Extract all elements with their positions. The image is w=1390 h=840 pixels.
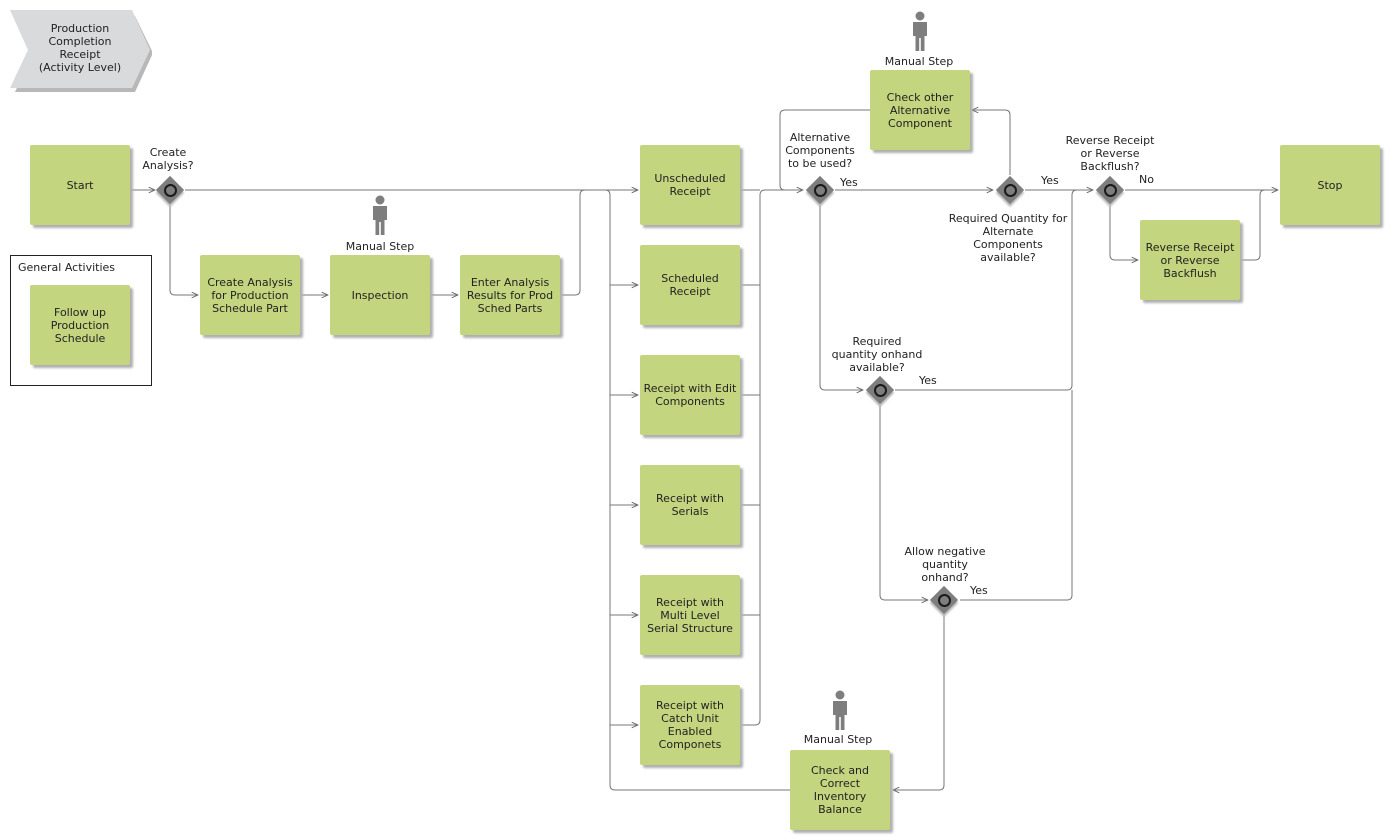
flow-reverse-yes	[1109, 205, 1138, 260]
gateway-circle-icon	[1104, 184, 1117, 197]
unscheduled-receipt-task[interactable]: Unscheduled Receipt	[640, 145, 740, 225]
flow-reverse-to-stop	[1240, 189, 1266, 261]
manual-step-person-icon	[833, 690, 847, 730]
check-alt-label: Check other Alternative Component	[886, 90, 954, 130]
req-qty-onhand-gateway[interactable]	[865, 375, 895, 405]
check-other-alternative-task[interactable]: Check other Alternative Component	[870, 70, 970, 150]
start-label: Start	[66, 178, 94, 192]
follow-up-production-schedule-task[interactable]: Follow up Production Schedule	[30, 285, 130, 365]
flow-onhand-no	[879, 405, 928, 600]
enter-analysis-label: Enter Analysis Results for Prod Sched Pa…	[466, 275, 554, 315]
create-analysis-task[interactable]: Create Analysis for Production Schedule …	[200, 255, 300, 335]
title-chevron-shape	[10, 10, 152, 92]
alt-components-gateway-label: Alternative Components to be used?	[785, 131, 855, 170]
flow-collect-bus	[740, 190, 803, 726]
flow-label-yes-alt: Yes	[840, 176, 858, 189]
receipt-edit-components-task[interactable]: Receipt with Edit Components	[640, 355, 740, 435]
gateway-circle-icon	[1004, 184, 1017, 197]
flow-check-alt-back	[779, 109, 870, 191]
flow-create-analysis-yes	[169, 205, 198, 295]
flow-onhand-yes	[895, 189, 1078, 391]
stop-label: Stop	[1317, 178, 1343, 192]
multi-level-label: Receipt with Multi Level Serial Structur…	[647, 595, 733, 635]
flow-enter-to-receipts	[560, 189, 586, 296]
receipt-multi-level-task[interactable]: Receipt with Multi Level Serial Structur…	[640, 575, 740, 655]
inspection-task[interactable]: Inspection	[330, 255, 430, 335]
enter-analysis-task[interactable]: Enter Analysis Results for Prod Sched Pa…	[460, 255, 560, 335]
general-activities-label: General Activities	[18, 261, 116, 274]
gateway-circle-icon	[938, 594, 951, 607]
edit-components-label: Receipt with Edit Components	[643, 382, 737, 408]
unscheduled-label: Unscheduled Receipt	[654, 172, 726, 198]
manual-step-label: Manual Step	[803, 733, 873, 746]
reverse-gateway-label: Reverse Receipt or Reverse Backflush?	[1065, 134, 1155, 173]
manual-step-label: Manual Step	[345, 240, 415, 253]
manual-step-label: Manual Step	[884, 55, 954, 68]
flow-negative-yes	[960, 390, 1073, 601]
flow-label-yes-req-alt: Yes	[1041, 174, 1059, 187]
flow-label-yes-onhand: Yes	[919, 374, 937, 387]
diagram-title: Production Completion Receipt (Activity …	[38, 22, 122, 74]
start-event[interactable]: Start	[30, 145, 130, 225]
scheduled-label: Scheduled Receipt	[661, 272, 719, 298]
gateway-circle-icon	[874, 384, 887, 397]
req-qty-onhand-gateway-label: Required quantity onhand available?	[831, 335, 923, 374]
flow-negative-no	[893, 615, 945, 790]
general-activities-group	[10, 255, 152, 386]
create-analysis-label: Create Analysis for Production Schedule …	[207, 275, 293, 315]
check-inventory-label: Check and Correct Inventory Balance	[810, 764, 870, 816]
follow-up-label: Follow up Production Schedule	[50, 305, 110, 345]
flow-label-no-reverse: No	[1139, 173, 1154, 186]
check-correct-inventory-task[interactable]: Check and Correct Inventory Balance	[790, 750, 890, 830]
reverse-gateway[interactable]	[1095, 175, 1125, 205]
alt-components-gateway[interactable]	[805, 175, 835, 205]
catch-unit-label: Receipt with Catch Unit Enabled Componet…	[656, 699, 724, 751]
gateway-circle-icon	[814, 184, 827, 197]
manual-step-person-icon	[913, 11, 927, 51]
manual-step-person-icon	[373, 195, 387, 235]
scheduled-receipt-task[interactable]: Scheduled Receipt	[640, 245, 740, 325]
receipt-serials-task[interactable]: Receipt with Serials	[640, 465, 740, 545]
stop-event[interactable]: Stop	[1280, 145, 1380, 225]
flow-label-yes-negative: Yes	[970, 584, 988, 597]
allow-negative-gateway[interactable]	[929, 585, 959, 615]
receipt-catch-unit-task[interactable]: Receipt with Catch Unit Enabled Componet…	[640, 685, 740, 765]
inspection-label: Inspection	[351, 288, 409, 302]
flow-distribution-bus	[604, 189, 790, 791]
create-analysis-gateway-label: Create Analysis?	[142, 146, 194, 172]
serials-label: Receipt with Serials	[656, 492, 724, 518]
create-analysis-gateway[interactable]	[155, 175, 185, 205]
reverse-receipt-task[interactable]: Reverse Receipt or Reverse Backflush	[1140, 220, 1240, 300]
allow-negative-gateway-label: Allow negative quantity onhand?	[904, 545, 986, 584]
flow-alt-no	[819, 205, 863, 390]
gateway-circle-icon	[164, 184, 177, 197]
reverse-label: Reverse Receipt or Reverse Backflush	[1145, 240, 1235, 280]
flow-req-alt-no	[972, 110, 1011, 175]
req-qty-alt-gateway-label: Required Quantity for Alternate Componen…	[948, 212, 1068, 264]
req-qty-alt-gateway[interactable]	[995, 175, 1025, 205]
